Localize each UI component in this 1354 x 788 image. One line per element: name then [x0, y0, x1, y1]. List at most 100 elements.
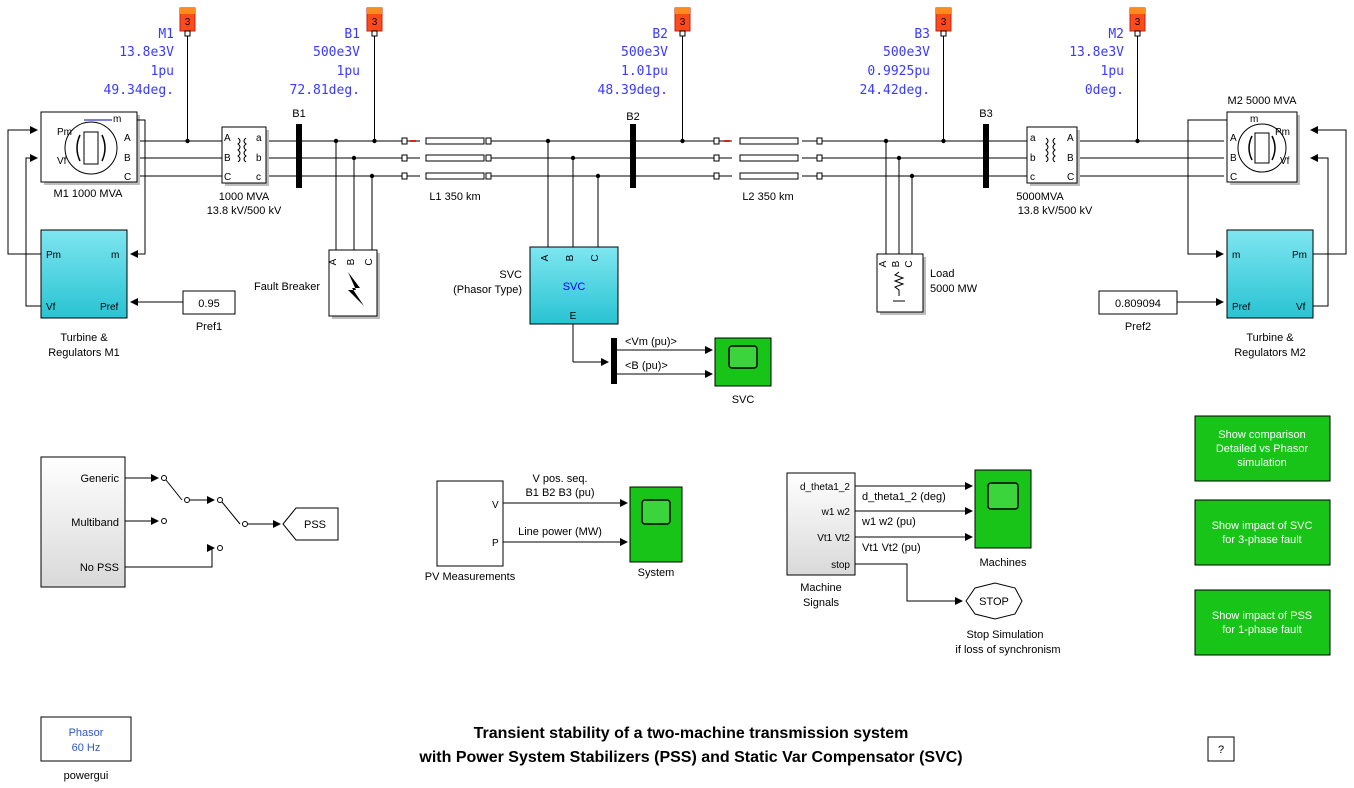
meas-voltage: 13.8e3V: [119, 45, 174, 60]
port-label: Pref: [100, 302, 119, 313]
svc-scope[interactable]: SVC: [714, 337, 772, 406]
port-label: C: [590, 254, 601, 261]
port-label: C: [904, 260, 915, 267]
transformer-T1[interactable]: A B C a b c 1000 MVA 13.8 kV/500 kV: [207, 126, 282, 217]
port-label: B: [1067, 153, 1074, 164]
port-label: A: [1067, 133, 1074, 144]
line-L1[interactable]: L1 350 km: [401, 137, 492, 203]
tag-B1[interactable]: 3: [366, 7, 383, 141]
port-label: B: [1230, 153, 1237, 164]
svc-block[interactable]: A B C SVC E SVC (Phasor Type) <Vm (pu)> …: [453, 141, 713, 384]
port-label: V: [492, 500, 499, 511]
port-label: Vf: [1280, 156, 1290, 167]
meas-magnitude: 1pu: [337, 64, 360, 79]
machine-M1[interactable]: Pm Vf m A B C M1 1000 MVA: [40, 111, 140, 200]
show-svc-impact-button[interactable]: Show impact of SVC for 3-phase fault: [1194, 499, 1331, 566]
transformer-T2[interactable]: a b c A B C 5000MVA 13.8 kV/500 kV: [1016, 126, 1093, 217]
show-pss-impact-button[interactable]: Show impact of PSS for 1-phase fault: [1194, 589, 1331, 656]
line-L1-label: L1 350 km: [429, 191, 480, 203]
port-label: Vf: [1296, 302, 1306, 313]
tag-label: 3: [1135, 17, 1141, 28]
pref2-constant[interactable]: 0.809094 Pref2: [1098, 290, 1224, 333]
bus-B3[interactable]: B3: [979, 108, 993, 188]
meas-name: B3: [914, 27, 930, 42]
port-label: A: [540, 254, 551, 261]
port-label: A: [224, 133, 231, 144]
help-button[interactable]: ?: [1207, 736, 1235, 762]
pss-option: Multiband: [71, 517, 119, 529]
transformer-label: 1000 MVA: [219, 191, 270, 203]
scope-label: System: [638, 567, 675, 579]
pref1-constant[interactable]: 0.95 Pref1: [130, 290, 236, 333]
resistor-icon: [893, 271, 905, 296]
port-label: A: [328, 258, 339, 265]
turbine-regulators-M2[interactable]: m Pref Pm Vf Turbine & Regulators M2: [1226, 229, 1314, 359]
meas-angle: 24.42deg.: [860, 83, 930, 98]
scope-label: SVC: [732, 394, 755, 406]
port-label: Pref: [1232, 302, 1251, 313]
port-label: C: [364, 258, 375, 265]
line-L2-label: L2 350 km: [742, 191, 793, 203]
port-label: c: [256, 172, 261, 183]
stop-block[interactable]: STOP Stop Simulation if loss of synchron…: [955, 582, 1061, 656]
pss-goto[interactable]: PSS: [282, 507, 339, 541]
port-label: a: [256, 133, 262, 144]
meas-voltage: 13.8e3V: [1069, 45, 1124, 60]
machine-signals-label: Signals: [803, 597, 840, 609]
transformer-label: 13.8 kV/500 kV: [207, 205, 282, 217]
line-L2[interactable]: L2 350 km: [713, 137, 823, 203]
button-label: Show comparison: [1218, 429, 1305, 441]
pv-measurements[interactable]: V P PV Measurements V pos. seq. B1 B2 B3…: [425, 473, 628, 583]
port-label: Vf: [46, 302, 56, 313]
port-label: A: [124, 133, 131, 144]
svc-inner-label: SVC: [563, 281, 586, 293]
title-line: with Power System Stabilizers (PSS) and …: [418, 749, 962, 766]
tag-M2[interactable]: 3: [1129, 7, 1146, 141]
bus-B1[interactable]: B1: [292, 108, 306, 188]
turbine-label: Turbine &: [60, 332, 108, 344]
button-label: Show impact of SVC: [1212, 520, 1313, 532]
load-label: Load: [930, 268, 954, 280]
meas-voltage: 500e3V: [621, 45, 668, 60]
port-label: C: [224, 172, 231, 183]
show-comparison-button[interactable]: Show comparison Detailed vs Phasor simul…: [1194, 415, 1331, 482]
signal-label: Vt1 Vt2 (pu): [862, 542, 921, 554]
measurement-B1: B1 500e3V 1pu 72.81deg.: [290, 27, 361, 98]
meas-magnitude: 1pu: [151, 64, 174, 79]
turbine-label: Turbine &: [1246, 332, 1294, 344]
bus-label: B3: [979, 108, 992, 120]
load-block[interactable]: A B C Load 5000 MW: [876, 141, 978, 315]
diagram-title: Transient stability of a two-machine tra…: [418, 725, 962, 766]
fault-breaker[interactable]: A B C Fault Breaker: [254, 141, 380, 319]
stop-sign-icon: STOP: [979, 596, 1009, 608]
machine-M2[interactable]: A B C Pm Vf m M2 5000 MVA: [1226, 95, 1300, 185]
tag-B3[interactable]: 3: [935, 7, 952, 141]
port-label: m: [1250, 114, 1258, 125]
main-wires: [140, 138, 1224, 179]
tag-label: 3: [941, 17, 947, 28]
pss-selector[interactable]: Generic Multiband No PSS: [40, 456, 281, 588]
measurement-B3: B3 500e3V 0.9925pu 24.42deg.: [860, 27, 931, 98]
bus-B2[interactable]: B2: [626, 111, 640, 188]
signal-label: <B (pu)>: [625, 360, 668, 372]
port-label: Pm: [46, 250, 61, 261]
signal-label: <Vm (pu)>: [625, 336, 677, 348]
machine-label: M1 1000 MVA: [54, 188, 124, 200]
tag-B2[interactable]: 3: [674, 7, 691, 141]
port-label: P: [492, 538, 499, 549]
meas-magnitude: 1.01pu: [621, 64, 668, 79]
machines-scope[interactable]: Machines: [974, 469, 1032, 569]
constant-value: 0.809094: [1115, 298, 1161, 310]
powergui-frequency: 60 Hz: [72, 742, 101, 754]
machine-signals[interactable]: d_theta1_2 w1 w2 Vt1 Vt2 stop Machine Si…: [786, 472, 973, 609]
port-label: A: [878, 260, 889, 267]
pss-option: No PSS: [80, 562, 119, 574]
turbine-regulators-M1[interactable]: Pm Vf m Pref Turbine & Regulators M1: [40, 229, 128, 359]
powergui-label: powergui: [64, 770, 109, 782]
load-label: 5000 MW: [930, 283, 978, 295]
signal-label: V pos. seq.: [532, 473, 587, 485]
system-scope[interactable]: System: [629, 486, 683, 579]
powergui-block[interactable]: Phasor 60 Hz powergui: [40, 716, 132, 782]
port-label: m: [111, 250, 119, 261]
tag-M1[interactable]: 3: [179, 7, 196, 141]
